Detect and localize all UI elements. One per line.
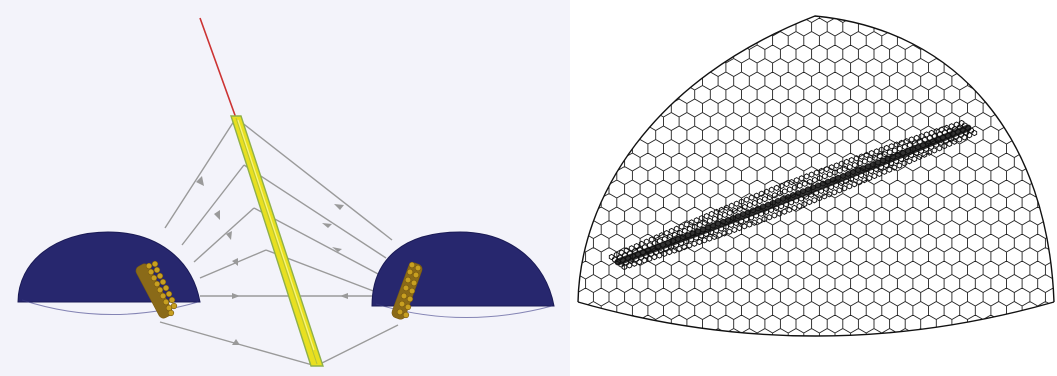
arrowhead [340, 293, 348, 299]
arrowhead [334, 204, 344, 210]
optical-diagram [0, 0, 570, 376]
band-core [618, 128, 968, 262]
receptor-cell [407, 269, 413, 275]
optical-rod [231, 116, 323, 366]
receptor-cell [403, 285, 409, 291]
arrowhead [214, 210, 220, 220]
receptor-cell [152, 261, 158, 267]
ray [200, 250, 266, 278]
receptor-cell [405, 277, 411, 283]
honeycomb-dome-panel [570, 0, 1057, 376]
receptor-cell [168, 310, 174, 316]
receptor-cell [146, 263, 152, 269]
ray [194, 208, 254, 262]
receptor-cell [151, 275, 157, 281]
rod-axis [236, 118, 317, 364]
receptor-cell [171, 303, 177, 309]
receptor-cell [409, 288, 415, 294]
dome-outline [578, 16, 1054, 302]
receptor-cell [160, 293, 166, 299]
dense-cell-band [609, 120, 976, 269]
receptor-cell [157, 273, 163, 279]
receptor-cell [148, 269, 154, 275]
honeycomb-dome-drawing [570, 0, 1057, 376]
receptor-cell [154, 281, 160, 287]
left-eye-dome [18, 232, 200, 302]
receptor-cell [405, 304, 411, 310]
arrowhead [322, 223, 332, 228]
ray [182, 165, 244, 245]
receptor-cell [409, 262, 415, 268]
receptor-cell [401, 293, 407, 299]
receptor-cell [169, 297, 175, 303]
ray-arrowheads [196, 176, 348, 345]
optical-diagram-panel [0, 0, 570, 376]
receptor-cell [407, 296, 413, 302]
receptor-cell [403, 312, 409, 318]
receptor-cell [397, 309, 403, 315]
arrowhead [232, 293, 240, 299]
incoming-light-beam [200, 18, 236, 118]
receptor-cell [399, 301, 405, 307]
receptor-cell [415, 265, 421, 271]
receptor-cell [160, 279, 166, 285]
ray [316, 325, 398, 366]
receptor-cell [157, 287, 163, 293]
receptor-cell [163, 285, 169, 291]
receptor-cell [413, 272, 419, 278]
receptor-cell [411, 280, 417, 286]
rod-highlight [238, 120, 314, 350]
receptor-cell [163, 299, 169, 305]
receptor-cell [154, 267, 160, 273]
ray [165, 118, 236, 228]
receptor-cell [166, 291, 172, 297]
